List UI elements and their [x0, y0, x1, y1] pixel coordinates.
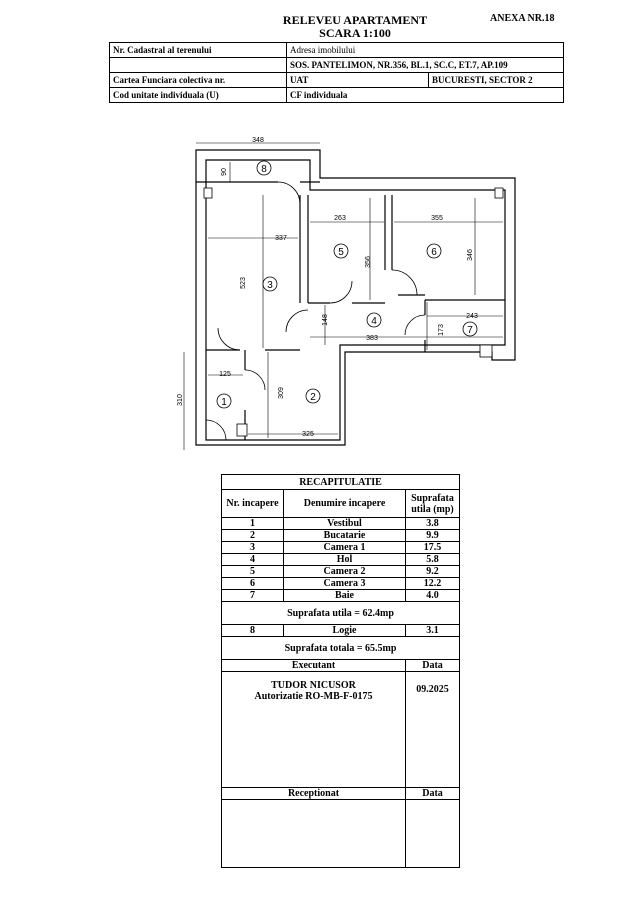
executant-cell: TUDOR NICUSOR Autorizatie RO-MB-F-0175: [221, 671, 406, 788]
room-name: Camera 3: [283, 577, 406, 590]
col-header-no: Nr. incapere: [221, 489, 284, 518]
dimension-label: 263: [334, 215, 346, 222]
dimension-label: 125: [219, 371, 231, 378]
dimension-label: 309: [278, 387, 285, 399]
dimension-label: 90: [221, 168, 228, 176]
useful-total: Suprafata utila = 62.4mp: [221, 601, 460, 625]
room-number: 7: [467, 325, 473, 336]
dimension-label: 355: [431, 215, 443, 222]
col-header-area: Suprafata utila (mp): [405, 489, 460, 518]
room-no: 7: [221, 589, 284, 602]
room-area: 3.1: [405, 624, 460, 637]
room-number: 2: [310, 392, 316, 403]
room-area: 4.0: [405, 589, 460, 602]
room-number: 3: [267, 280, 273, 291]
room-area: 9.2: [405, 565, 460, 578]
room-number: 1: [221, 397, 227, 408]
room-area: 12.2: [405, 577, 460, 590]
room-area: 9.9: [405, 529, 460, 542]
wall-details: [203, 187, 504, 437]
room-number: 6: [431, 247, 437, 258]
room-numbers: 1 2 3 4 5 6 7 8: [221, 164, 473, 408]
room-no: 4: [221, 553, 284, 566]
dimension-label: 523: [240, 277, 247, 289]
room-markers: [216, 160, 478, 409]
receptionat-cell: [221, 799, 406, 868]
date-label-2: Data: [405, 787, 460, 800]
room-number: 5: [338, 247, 344, 258]
plan-walls: [195, 149, 516, 446]
room-name: Camera 2: [283, 565, 406, 578]
room-no: 2: [221, 529, 284, 542]
dimension-label: 310: [177, 394, 184, 406]
grand-total: Suprafata totala = 65.5mp: [221, 636, 460, 660]
recap-title: RECAPITULATIE: [221, 474, 460, 490]
receptionat-date: [405, 799, 460, 868]
col-header-name: Denumire incapere: [283, 489, 406, 518]
room-name: Hol: [283, 553, 406, 566]
room-no: 1: [221, 517, 284, 530]
recap-table: RECAPITULATIE Nr. incapere Denumire inca…: [221, 474, 460, 868]
dimension-label: 348: [252, 137, 264, 144]
executant-label: Executant: [221, 659, 406, 672]
room-no: 5: [221, 565, 284, 578]
dimension-labels: 348 90 337 263 355 523 356 346 148 383 2…: [177, 137, 478, 438]
executant-name: TUDOR NICUSOR: [271, 680, 356, 691]
dimension-label: 148: [322, 314, 329, 326]
dimension-label: 346: [467, 249, 474, 261]
room-area: 17.5: [405, 541, 460, 554]
document-title: RELEVEU APARTAMENT: [282, 13, 428, 27]
dimension-label: 173: [438, 324, 445, 336]
date-label: Data: [405, 659, 460, 672]
room-area: 5.8: [405, 553, 460, 566]
dimension-label: 383: [366, 335, 378, 342]
dimension-label: 243: [466, 313, 478, 320]
dimension-label: 337: [275, 235, 287, 242]
executant-date: 09.2025: [405, 671, 460, 788]
room-name: Vestibul: [283, 517, 406, 530]
room-area: 3.8: [405, 517, 460, 530]
dimension-lines: [183, 142, 503, 450]
dimension-label: 325: [302, 431, 314, 438]
floor-plan: 348 90 337 263 355 523 356 346 148 383 2…: [177, 137, 516, 450]
annex-label: ANEXA NR.18: [490, 13, 555, 24]
room-name: Logie: [283, 624, 406, 637]
room-name: Bucatarie: [283, 529, 406, 542]
scale-label: SCARA 1:100: [319, 26, 391, 40]
cf-individual-label: CF individuala: [286, 87, 564, 103]
room-no: 6: [221, 577, 284, 590]
executant-authorization: Autorizatie RO-MB-F-0175: [254, 691, 373, 702]
receptionat-label: Receptionat: [221, 787, 406, 800]
property-info-table: Nr. Cadastral al terenului Adresa imobil…: [109, 42, 564, 103]
room-number: 4: [371, 316, 377, 327]
room-no: 8: [221, 624, 284, 637]
room-name: Camera 1: [283, 541, 406, 554]
room-number: 8: [261, 164, 267, 175]
door-swings: [205, 181, 426, 441]
dimension-label: 356: [365, 256, 372, 268]
room-no: 3: [221, 541, 284, 554]
room-name: Baie: [283, 589, 406, 602]
